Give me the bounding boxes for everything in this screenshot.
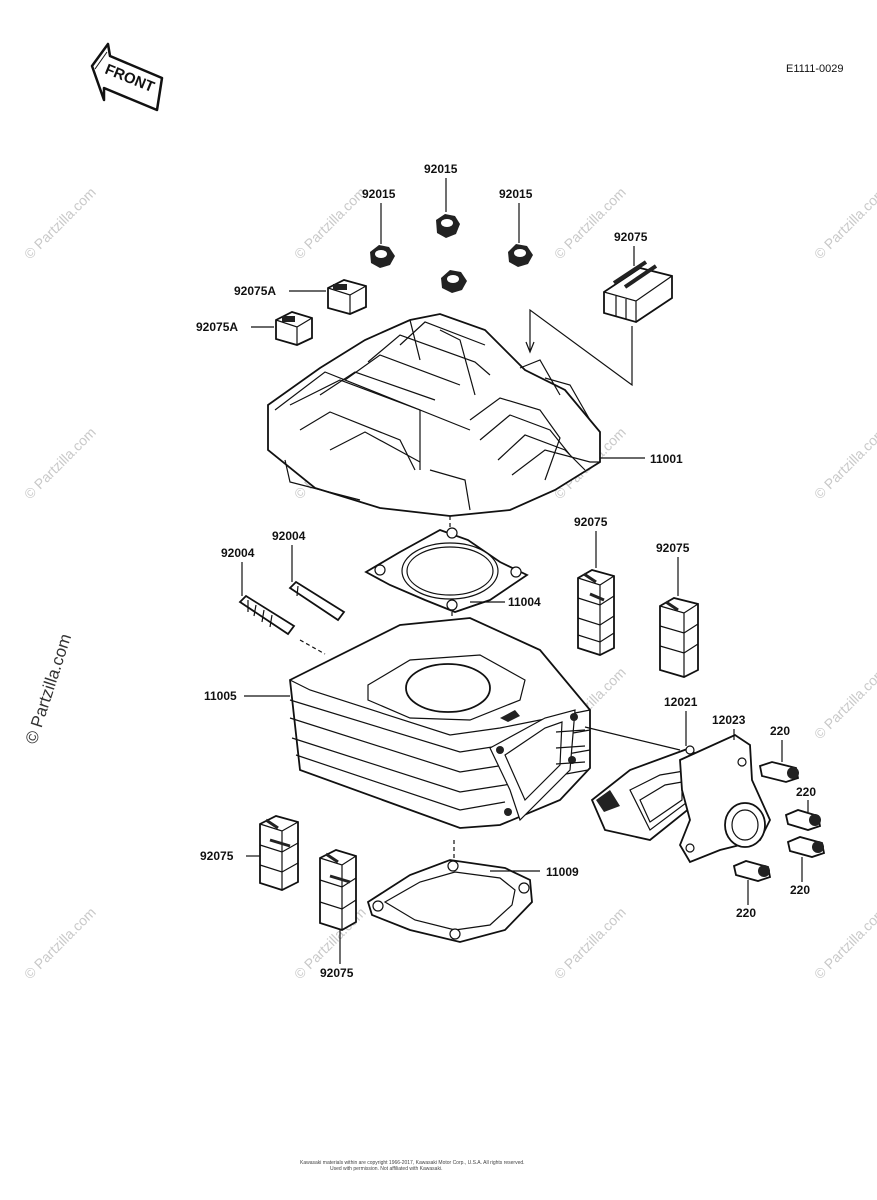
label-92075-low-left: 92075 xyxy=(200,849,234,863)
label-92075-mid-right: 92075 xyxy=(656,541,690,555)
copyright-footer-2: Used with permission. Not affiliated wit… xyxy=(330,1166,442,1172)
nut-icon xyxy=(436,214,460,238)
watermark: © Partzilla.com xyxy=(811,184,877,262)
label-92015-left: 92015 xyxy=(362,187,396,201)
rubber-damper-icon xyxy=(275,311,313,346)
reed-valve xyxy=(590,746,701,841)
label-220-4: 220 xyxy=(736,906,756,920)
watermark: © Partzilla.com xyxy=(21,904,99,982)
watermark: © Partzilla.com xyxy=(551,904,629,982)
label-12021: 12021 xyxy=(664,695,698,709)
rubber-damper-icon xyxy=(603,260,673,323)
cylinder-block xyxy=(289,617,591,829)
label-220-1: 220 xyxy=(770,724,790,738)
label-220-2: 220 xyxy=(796,785,816,799)
label-92075-low-right: 92075 xyxy=(320,966,354,980)
cylinder-head xyxy=(267,313,601,517)
label-92015-right: 92015 xyxy=(499,187,533,201)
label-92004-right: 92004 xyxy=(272,529,306,543)
label-220-3: 220 xyxy=(790,883,810,897)
stud-bolt-icon xyxy=(238,594,296,636)
rubber-damper-icon xyxy=(327,279,367,315)
diagram-code: E1111-0029 xyxy=(786,63,844,75)
label-92075a-upper: 92075A xyxy=(234,284,276,298)
rubber-damper-icon xyxy=(659,597,699,678)
intake-pipe xyxy=(679,733,771,864)
label-92015-top: 92015 xyxy=(424,162,458,176)
bolt-icon xyxy=(732,860,772,882)
watermark: © Partzilla.com xyxy=(21,184,99,262)
label-12023: 12023 xyxy=(712,713,746,727)
label-92075a-lower: 92075A xyxy=(196,320,238,334)
side-watermark: © Partzilla.com xyxy=(22,631,75,746)
front-arrow-icon: FRONT xyxy=(90,42,164,112)
watermark: © Partzilla.com xyxy=(551,184,629,262)
watermark: © Partzilla.com xyxy=(291,184,369,262)
rubber-damper-icon xyxy=(259,815,299,891)
watermark: © Partzilla.com xyxy=(21,424,99,502)
watermark: © Partzilla.com xyxy=(811,664,877,742)
stud-bolt-icon xyxy=(288,580,346,622)
watermark: © Partzilla.com xyxy=(811,904,877,982)
bolt-icon xyxy=(786,836,826,858)
label-11004: 11004 xyxy=(508,595,541,609)
label-92004-left: 92004 xyxy=(221,546,255,560)
rubber-damper-icon xyxy=(319,849,357,931)
bolt-icon xyxy=(784,809,822,831)
label-92075-head-right: 92075 xyxy=(614,230,648,244)
label-92075-mid-left: 92075 xyxy=(574,515,608,529)
rubber-damper-icon xyxy=(577,569,615,656)
label-11001: 11001 xyxy=(650,452,683,466)
base-gasket xyxy=(366,859,533,943)
bolt-icon xyxy=(758,761,800,783)
copyright-footer: Kawasaki materials within are copyright … xyxy=(300,1160,525,1166)
label-11009: 11009 xyxy=(546,865,579,879)
nut-icon xyxy=(441,270,467,293)
label-11005: 11005 xyxy=(204,689,237,703)
nut-icon xyxy=(370,245,395,268)
watermark: © Partzilla.com xyxy=(811,424,877,502)
nut-icon xyxy=(508,244,533,267)
head-gasket xyxy=(364,527,529,613)
